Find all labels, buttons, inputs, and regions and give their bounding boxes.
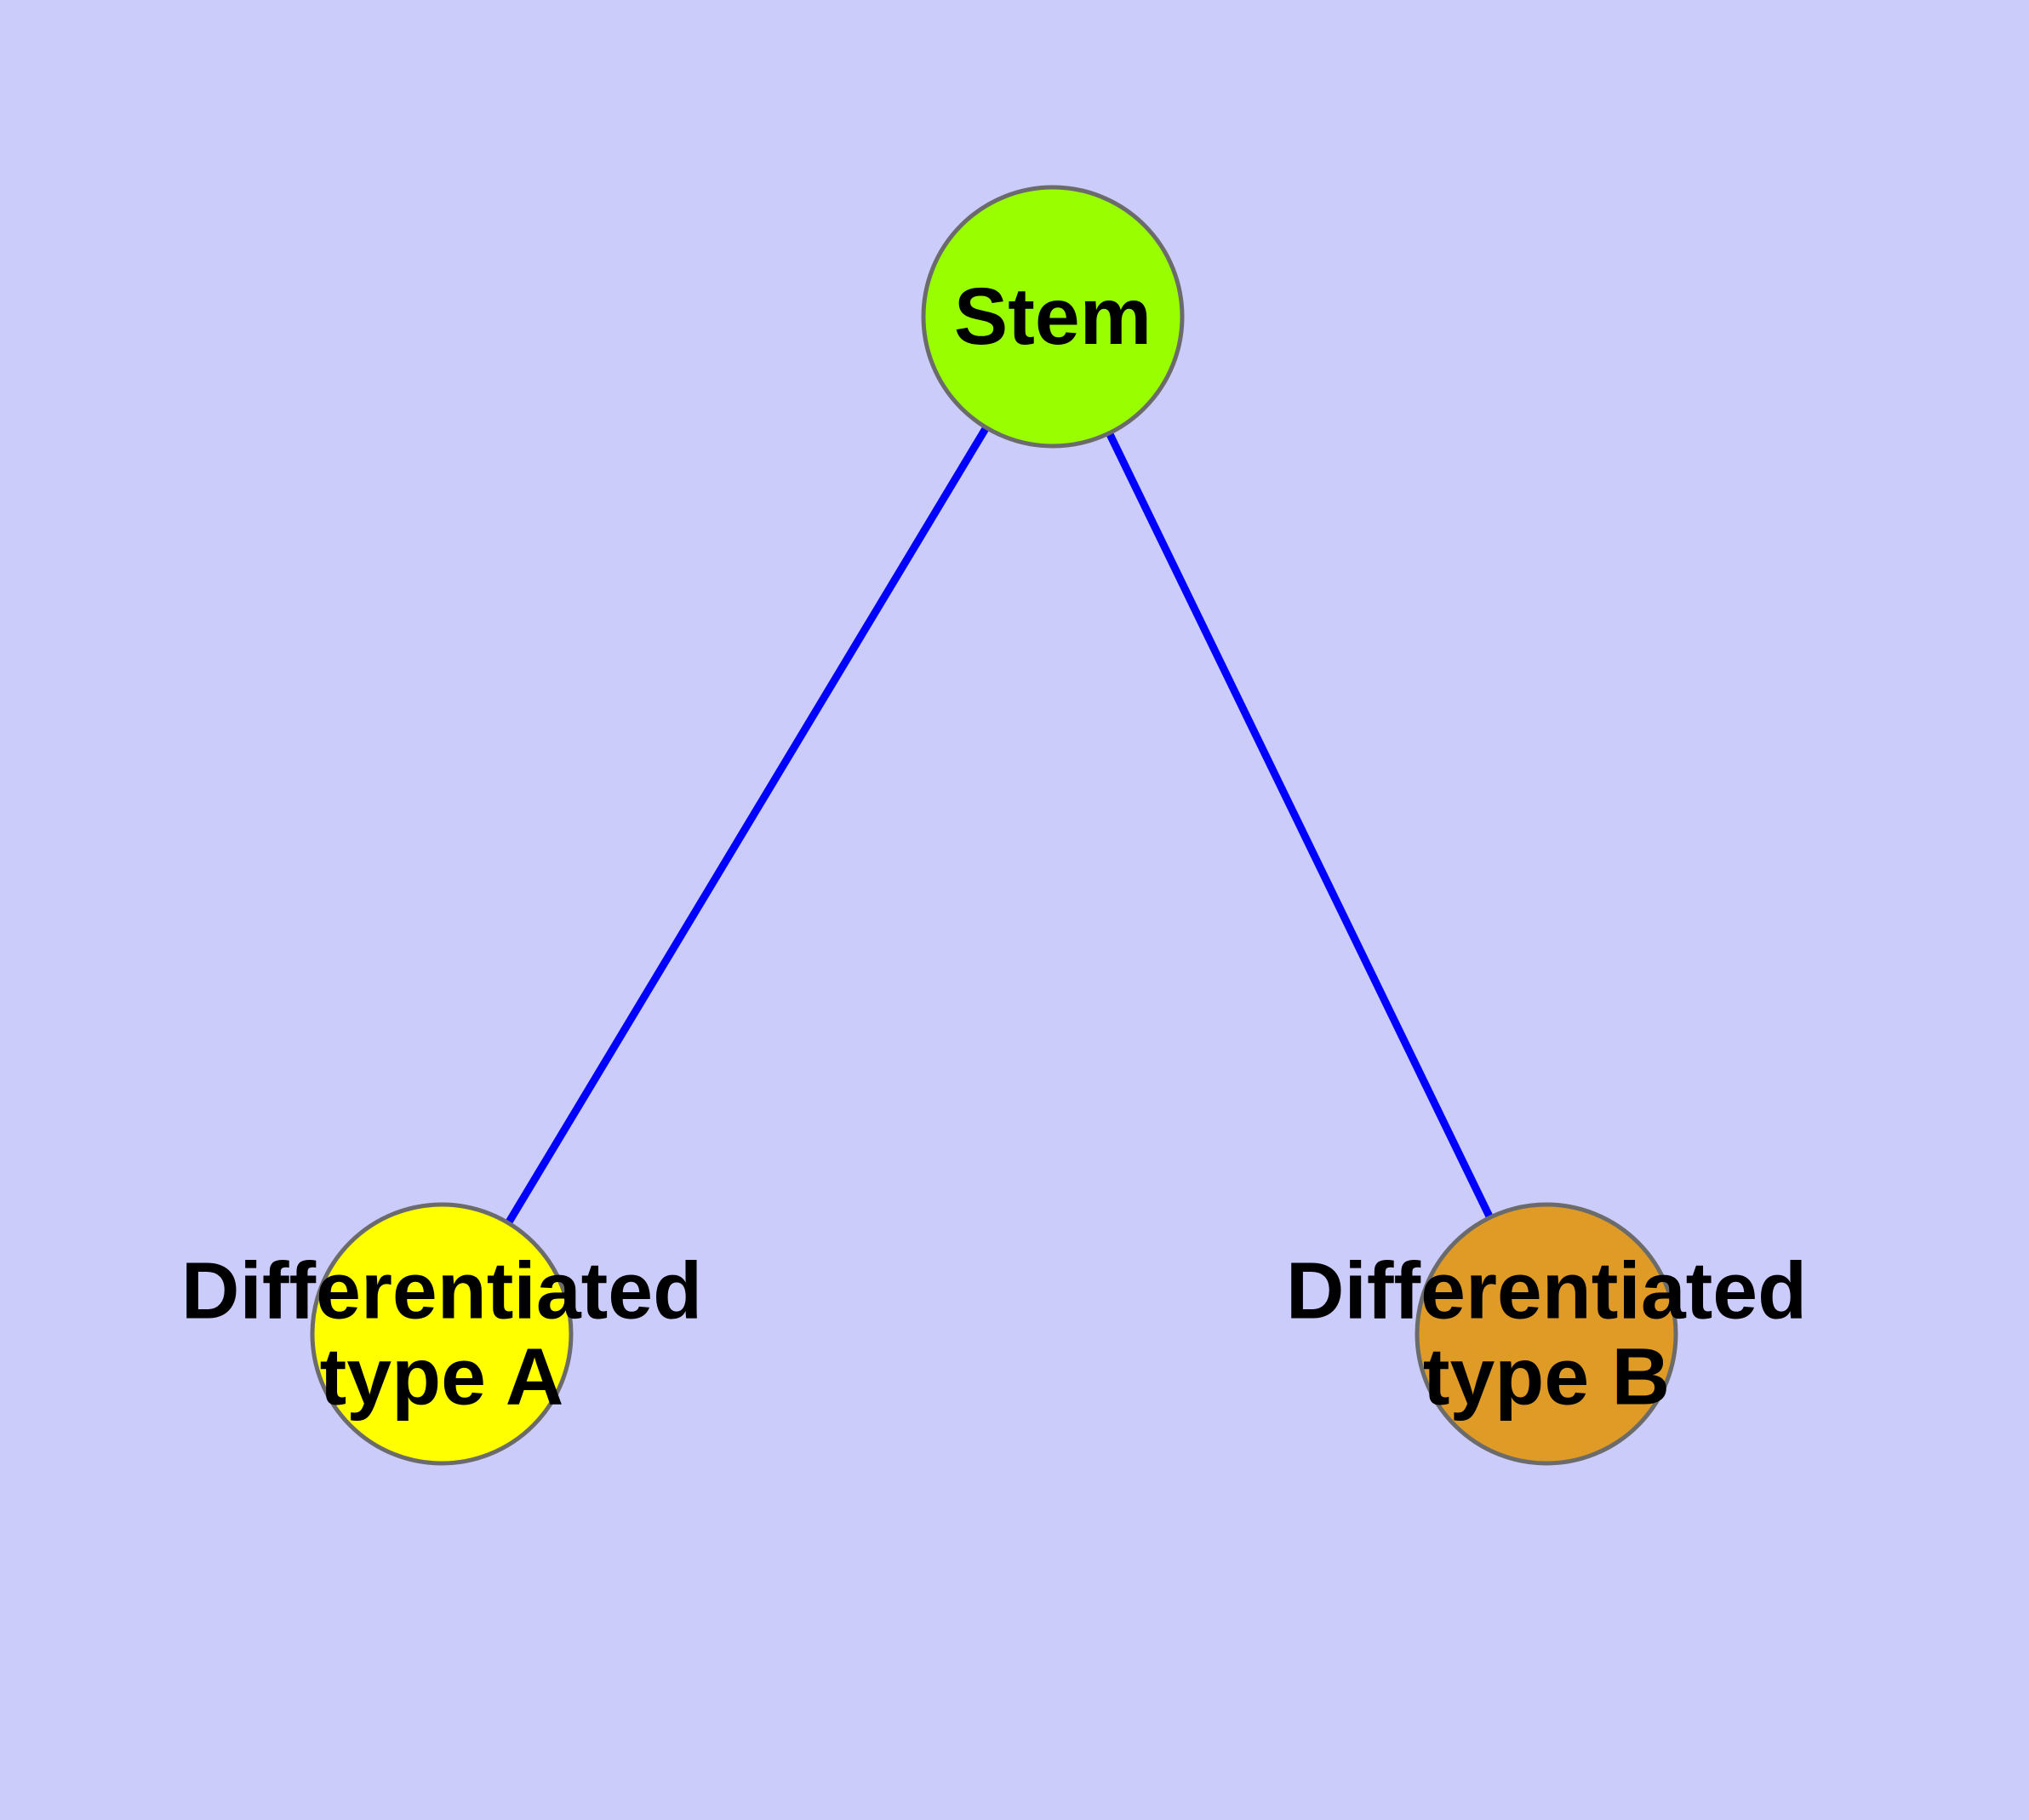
node-stem-label: Stem <box>954 272 1152 362</box>
edge-layer <box>505 425 1494 1226</box>
node-layer <box>310 185 1678 1466</box>
node-diff-a[interactable] <box>310 1202 574 1466</box>
node-diff-a-circle[interactable] <box>310 1202 574 1466</box>
node-diff-b-circle[interactable] <box>1415 1202 1678 1466</box>
node-diff-b[interactable] <box>1415 1202 1678 1466</box>
edge-stem-to-diff-a[interactable] <box>505 425 990 1226</box>
node-stem-circle[interactable] <box>921 185 1185 449</box>
node-stem[interactable] <box>921 185 1185 449</box>
edge-stem-to-diff-b[interactable] <box>1106 431 1494 1220</box>
